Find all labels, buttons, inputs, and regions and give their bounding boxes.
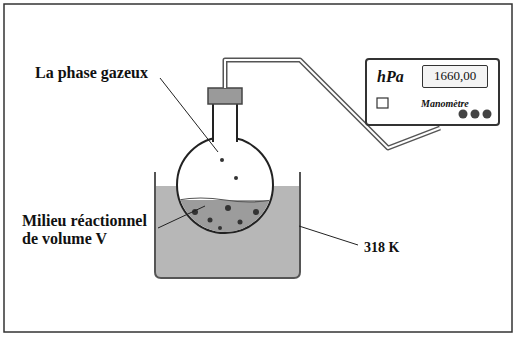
pressure-reading: 1660,00: [434, 69, 476, 84]
flask-neck: [213, 100, 237, 142]
flask-neck-fill: [213, 100, 237, 144]
particle: [253, 209, 259, 215]
device-name: Manomètre: [421, 98, 469, 110]
leader-line: [160, 78, 218, 152]
liquid-surface: [178, 198, 272, 202]
leader-line: [158, 206, 205, 228]
particle: [218, 226, 222, 230]
reaction-liquid: [170, 200, 280, 240]
unit-label: hPa: [377, 68, 404, 86]
control-knob: [471, 110, 480, 119]
stopper: [208, 88, 242, 104]
manometer-box: 1660,00 hPaManomètre: [365, 58, 500, 126]
particle: [183, 220, 187, 224]
gas-molecule: [234, 176, 238, 180]
gas-molecule: [220, 158, 224, 162]
control-knob: [483, 110, 492, 119]
leader-line: [299, 226, 358, 245]
annotation-label: 318 K: [364, 240, 399, 256]
particle: [225, 205, 231, 211]
power-button: [377, 98, 388, 108]
reaction-medium: [170, 198, 280, 240]
annotation-label: La phase gazeux: [35, 64, 148, 82]
particle: [208, 218, 213, 223]
annotation-label: Milieu réactionnel de volume V: [22, 212, 154, 249]
display-screen: 1660,00: [422, 65, 488, 88]
frame-border: [4, 4, 512, 332]
particle: [238, 220, 243, 225]
control-knob: [459, 110, 468, 119]
